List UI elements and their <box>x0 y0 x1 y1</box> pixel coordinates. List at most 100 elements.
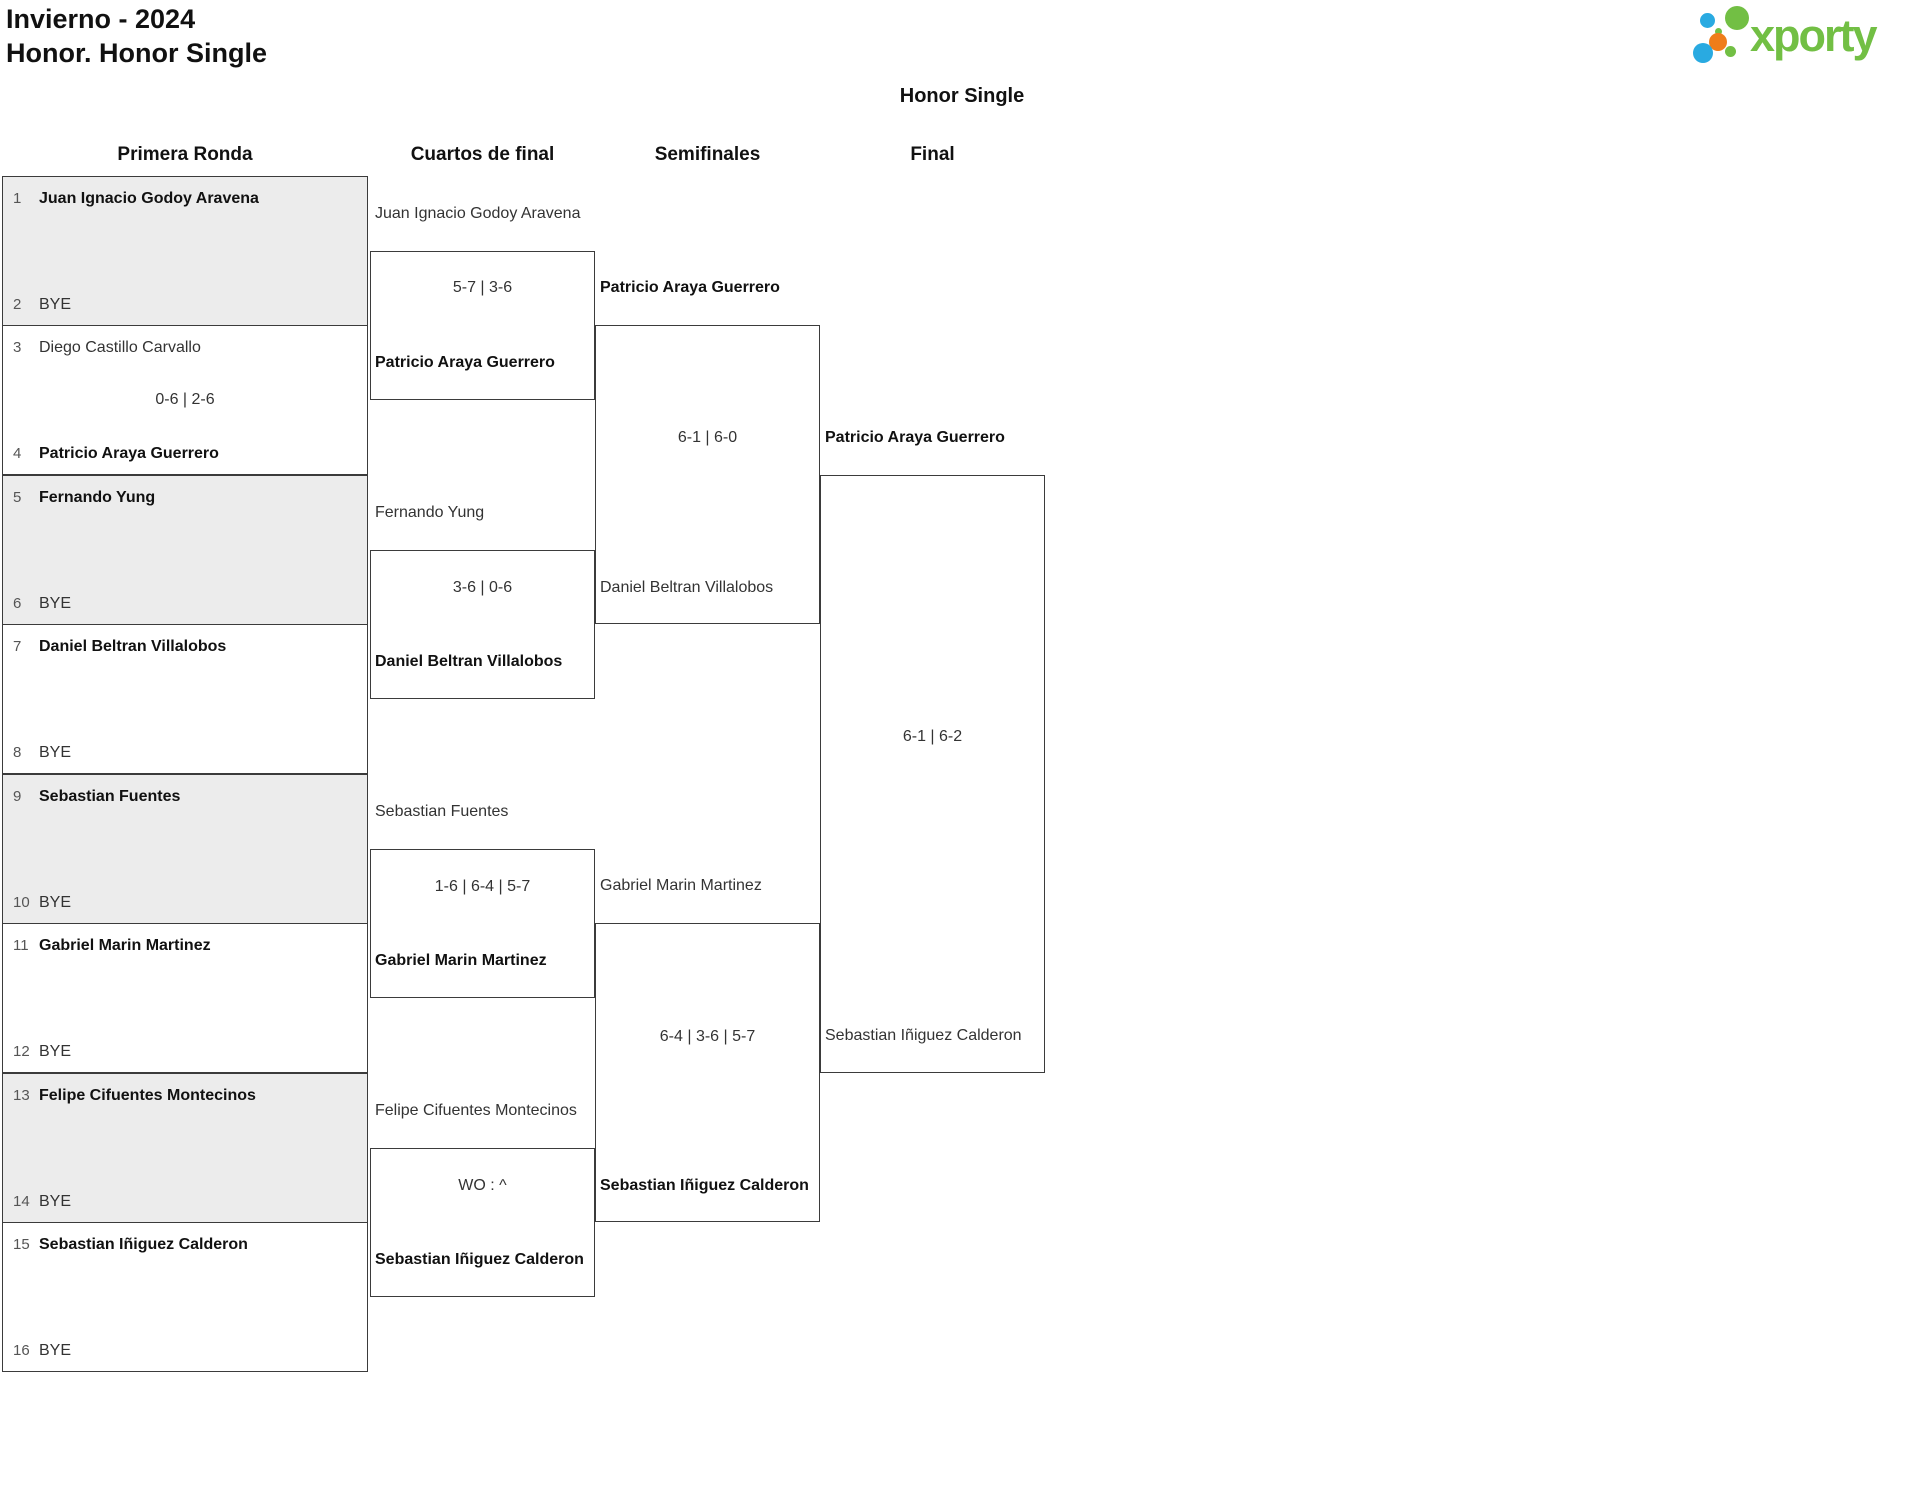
match-score: 1-6 | 6-4 | 5-7 <box>434 878 531 895</box>
player-name: Diego Castillo Carvallo <box>39 339 201 356</box>
quarterfinal-box-4 <box>370 1148 595 1297</box>
seed-number: 7 <box>13 638 22 655</box>
player-name: BYE <box>39 595 72 612</box>
round-header-final: Final <box>910 144 955 165</box>
match-score: 6-1 | 6-2 <box>902 728 963 745</box>
player-name: Juan Ignacio Godoy Aravena <box>39 190 259 207</box>
seed-number: 13 <box>13 1087 30 1104</box>
seed-number: 11 <box>13 937 29 954</box>
first-round-match-3: 5 Fernando Yung 6 BYE <box>2 475 368 625</box>
player-name: Patricio Araya Guerrero <box>39 445 219 462</box>
player-name: Sebastian Iñiguez Calderon <box>600 1177 809 1194</box>
player-name: Sebastian Fuentes <box>375 803 509 820</box>
player-name: Daniel Beltran Villalobos <box>600 579 774 596</box>
match-score: 5-7 | 3-6 <box>452 279 513 296</box>
category-name: Honor. Honor Single <box>6 38 267 68</box>
round-header-primera-ronda: Primera Ronda <box>117 144 253 165</box>
player-name: Patricio Araya Guerrero <box>825 429 1005 446</box>
quarterfinal-box-3 <box>370 849 595 998</box>
player-name: BYE <box>39 296 72 313</box>
seed-number: 8 <box>13 744 22 761</box>
first-round-match-8: 15 Sebastian Iñiguez Calderon 16 BYE <box>2 1222 368 1372</box>
tournament-name: Invierno - 2024 <box>6 4 196 34</box>
player-name: Sebastian Iñiguez Calderon <box>825 1027 1022 1044</box>
player-name: Patricio Araya Guerrero <box>600 279 780 296</box>
player-name: BYE <box>39 1043 72 1060</box>
match-score: 6-1 | 6-0 <box>677 429 738 446</box>
seed-number: 4 <box>13 445 22 462</box>
round-header-cuartos: Cuartos de final <box>410 144 555 165</box>
player-name: Felipe Cifuentes Montecinos <box>375 1102 577 1119</box>
player-name: Sebastian Iñiguez Calderon <box>39 1236 248 1253</box>
player-slot: 6 BYE <box>13 595 359 613</box>
seed-number: 16 <box>13 1342 30 1359</box>
bracket-title: Honor Single <box>899 85 1025 107</box>
seed-number: 10 <box>13 894 30 911</box>
seed-number: 15 <box>13 1236 30 1253</box>
quarterfinal-box-2 <box>370 550 595 699</box>
match-score: WO : ^ <box>458 1177 507 1194</box>
logo-wordmark[interactable]: xporty <box>1750 10 1878 61</box>
player-slot: 7 Daniel Beltran Villalobos <box>13 638 359 656</box>
seed-number: 6 <box>13 595 22 612</box>
player-name: Sebastian Fuentes <box>39 788 181 805</box>
player-name: BYE <box>39 1193 72 1210</box>
player-slot: 11 Gabriel Marin Martinez <box>13 937 359 955</box>
player-slot: 8 BYE <box>13 744 359 762</box>
player-slot: 13 Felipe Cifuentes Montecinos <box>13 1087 359 1105</box>
player-name: Patricio Araya Guerrero <box>375 354 555 371</box>
semifinal-box-2 <box>595 923 820 1222</box>
match-score: 6-4 | 3-6 | 5-7 <box>659 1028 756 1045</box>
xporty-logo[interactable] <box>1690 4 1916 66</box>
player-name: Juan Ignacio Godoy Aravena <box>375 205 581 222</box>
logo-dot-blue-large <box>1693 43 1713 63</box>
match-score: 0-6 | 2-6 <box>155 391 215 408</box>
player-slot: 12 BYE <box>13 1043 359 1061</box>
round-header-semifinales: Semifinales <box>654 144 761 165</box>
player-name: Fernando Yung <box>39 489 156 506</box>
player-name: Daniel Beltran Villalobos <box>39 638 227 655</box>
quarterfinal-box-1 <box>370 251 595 400</box>
logo-dot-orange <box>1709 33 1727 51</box>
seed-number: 2 <box>13 296 22 313</box>
player-slot: 15 Sebastian Iñiguez Calderon <box>13 1236 359 1254</box>
player-slot: 2 BYE <box>13 296 359 314</box>
first-round-match-4: 7 Daniel Beltran Villalobos 8 BYE <box>2 624 368 774</box>
player-slot: 1 Juan Ignacio Godoy Aravena <box>13 190 359 208</box>
player-name: Daniel Beltran Villalobos <box>375 653 563 670</box>
player-name: BYE <box>39 894 72 911</box>
logo-dot-green-small <box>1725 46 1736 57</box>
player-name: Gabriel Marin Martinez <box>600 877 762 894</box>
player-name: Gabriel Marin Martinez <box>375 952 547 969</box>
player-name: Fernando Yung <box>375 504 485 521</box>
player-slot: 14 BYE <box>13 1193 359 1211</box>
player-name: Felipe Cifuentes Montecinos <box>39 1087 256 1104</box>
seed-number: 12 <box>13 1043 30 1060</box>
semifinal-box-1 <box>595 325 820 624</box>
logo-dot-green-large <box>1725 6 1749 30</box>
final-box <box>820 475 1045 1073</box>
player-name: Gabriel Marin Martinez <box>39 937 211 954</box>
first-round-match-5: 9 Sebastian Fuentes 10 BYE <box>2 774 368 924</box>
logo-dot-blue-small <box>1700 13 1715 28</box>
match-score: 3-6 | 0-6 <box>452 579 513 596</box>
player-name: Sebastian Iñiguez Calderon <box>375 1251 584 1268</box>
player-slot: 5 Fernando Yung <box>13 489 359 507</box>
first-round-match-6: 11 Gabriel Marin Martinez 12 BYE <box>2 923 368 1073</box>
seed-number: 1 <box>13 190 22 207</box>
player-name: BYE <box>39 744 72 761</box>
seed-number: 5 <box>13 489 22 506</box>
seed-number: 14 <box>13 1193 30 1210</box>
logo-dot-green-tiny <box>1715 28 1722 35</box>
player-slot: 9 Sebastian Fuentes <box>13 788 359 806</box>
player-slot: 4 Patricio Araya Guerrero <box>13 445 359 463</box>
player-name: BYE <box>39 1342 72 1359</box>
first-round-match-7: 13 Felipe Cifuentes Montecinos 14 BYE <box>2 1073 368 1223</box>
player-slot: 16 BYE <box>13 1342 359 1360</box>
player-slot: 10 BYE <box>13 894 359 912</box>
seed-number: 9 <box>13 788 22 805</box>
first-round-match-1: 1 Juan Ignacio Godoy Aravena 2 BYE <box>2 176 368 326</box>
